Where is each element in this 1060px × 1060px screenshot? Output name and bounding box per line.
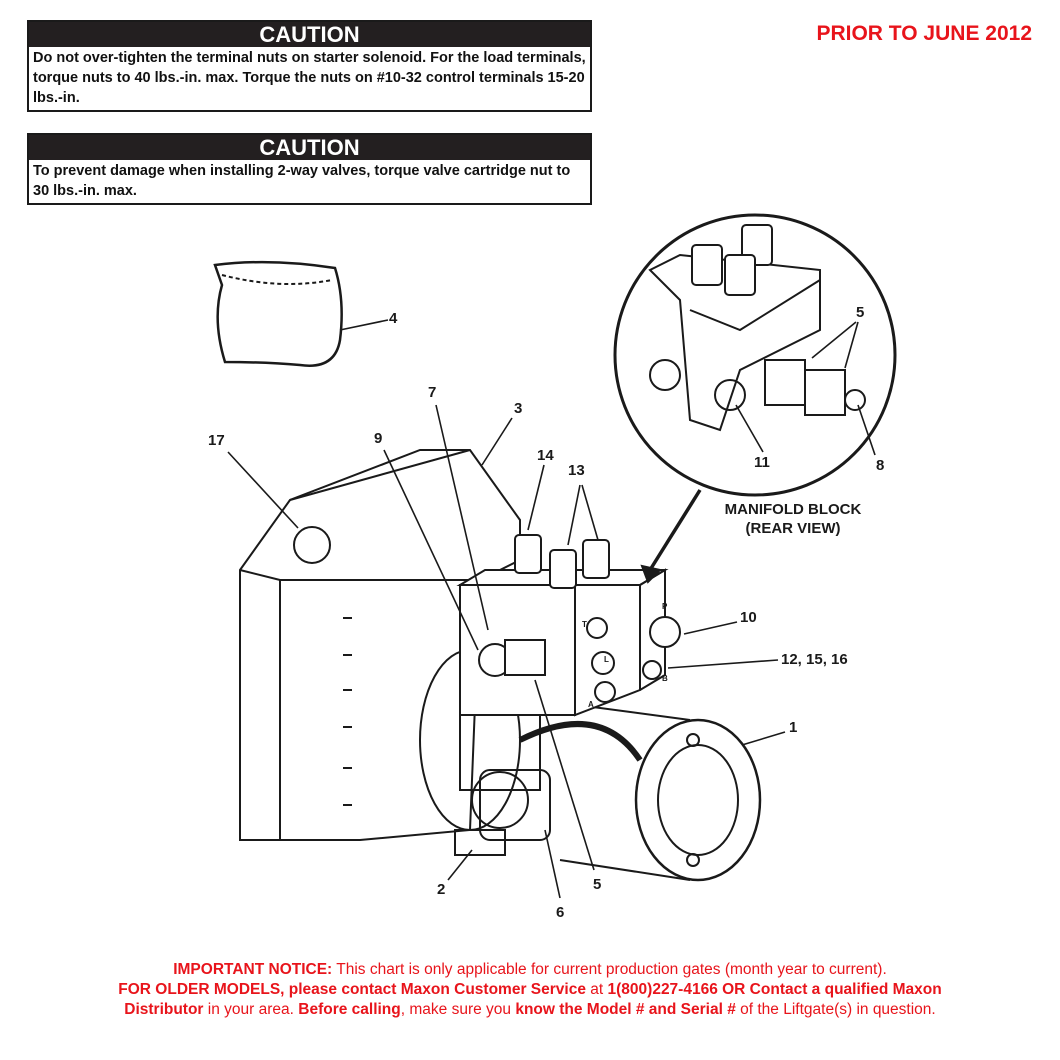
notice-text: of the Liftgate(s) in question. [735,1001,936,1018]
notice-distributor: Distributor [124,1001,204,1018]
inset-caption: MANIFOLD BLOCK (REAR VIEW) [720,500,866,538]
notice-model-serial: know the Model # and Serial # [515,1001,736,1018]
notice-text: in your area. [203,1001,299,1018]
notice-phone: 1(800)227-4166 OR Contact a qualified Ma… [607,981,942,998]
notice-before-calling: Before calling [298,1001,401,1018]
callout-10: 10 [740,609,757,626]
callout-5: 5 [593,876,602,893]
callout-4: 4 [389,310,398,327]
caution-text: Do not over-tighten the terminal nuts on… [33,50,586,106]
callout-9: 9 [374,430,383,447]
notice-text: This chart is only applicable for curren… [332,961,887,978]
callout-12-15-16: 12, 15, 16 [781,651,848,668]
port-label-t: T [582,620,587,629]
notice-text: , make sure you [400,1001,516,1018]
port-label-a: A [588,700,594,709]
callout-11: 11 [754,454,770,471]
caution-title: CAUTION [29,22,590,47]
callout-8: 8 [876,457,885,474]
prior-date-label: PRIOR TO JUNE 2012 [816,22,1032,45]
caution-title: CAUTION [29,135,590,160]
hardware-bag [213,260,343,367]
notice-older-models: FOR OLDER MODELS, please contact Maxon C… [118,981,586,998]
callout-2: 2 [437,881,446,898]
callout-3: 3 [514,400,523,417]
pump [479,769,551,841]
callout-17: 17 [208,432,225,449]
callout-1: 1 [789,719,798,736]
motor [634,718,762,882]
callout-6: 6 [556,904,565,921]
inset-title: MANIFOLD BLOCK [724,501,862,518]
notice-heading: IMPORTANT NOTICE: [173,961,333,978]
callout-13: 13 [568,462,585,479]
important-notice: IMPORTANT NOTICE: This chart is only app… [0,960,1060,1020]
callout-14: 14 [537,447,554,464]
caution-text: To prevent damage when installing 2-way … [33,163,571,199]
callout-7: 7 [428,384,437,401]
port-label-b: B [662,674,668,683]
port-label-p: P [662,602,668,611]
filler-cap [293,526,331,564]
notice-text: at [585,981,608,998]
caution-box-valves: CAUTION To prevent damage when installin… [27,133,592,205]
caution-box-solenoid: CAUTION Do not over-tighten the terminal… [27,20,592,112]
inset-subtitle: (REAR VIEW) [745,520,841,537]
port-label-l: L [604,655,609,664]
callout-5-inset: 5 [856,304,865,321]
